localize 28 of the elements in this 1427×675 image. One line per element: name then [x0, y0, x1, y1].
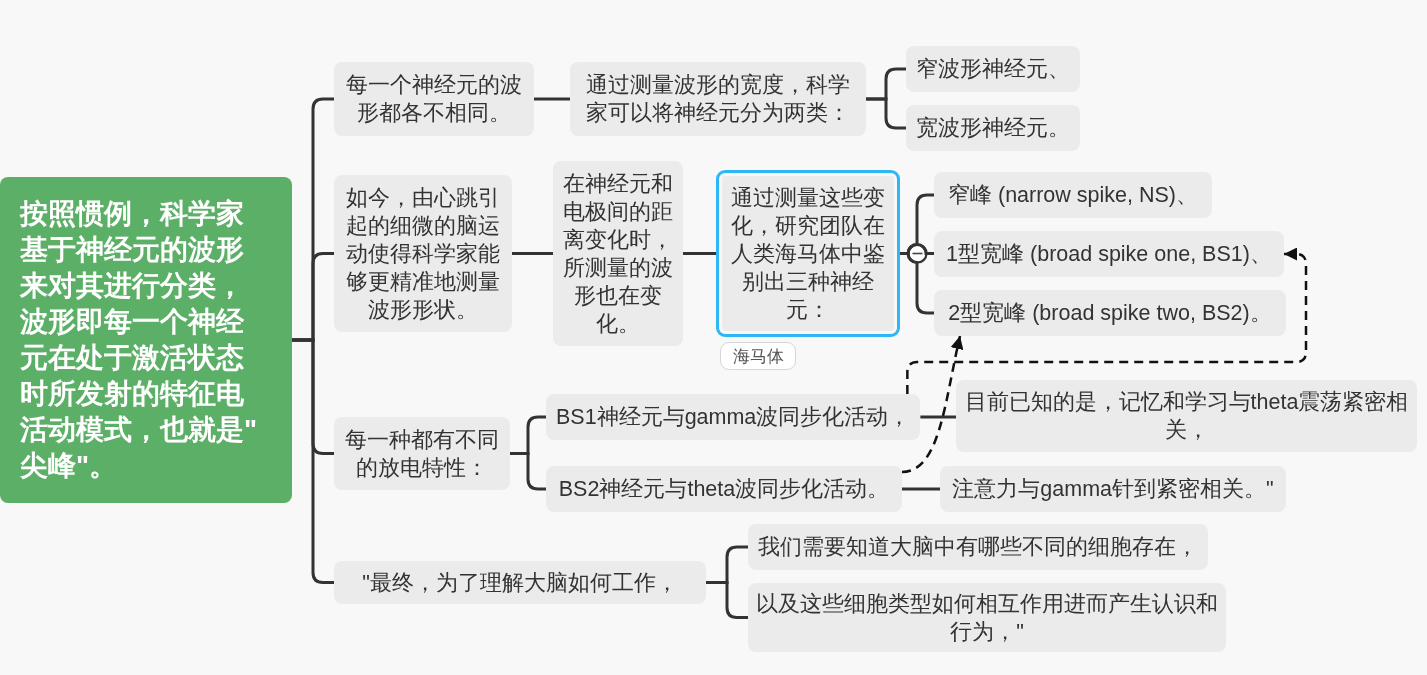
topic-box: 窄波形神经元、	[906, 46, 1080, 92]
topic-box: 以及这些细胞类型如何相互作用进而产生认识和行为，"	[748, 583, 1226, 652]
topic-box: 2型宽峰 (broad spike two, BS2)。	[934, 290, 1286, 336]
connector-line	[920, 415, 956, 419]
topic-box: 1型宽峰 (broad spike one, BS1)、	[934, 231, 1284, 277]
dashed-arrow	[906, 247, 1308, 394]
topic-box: 每一个神经元的波形都各不相同。	[334, 62, 534, 136]
topic-box: 窄峰 (narrow spike, NS)、	[934, 172, 1212, 218]
topic-box: 在神经元和电极间的距离变化时，所测量的波形也在变化。	[553, 161, 683, 346]
central-topic: 按照惯例，科学家基于神经元的波形来对其进行分类，波形即每一个神经元在处于激活状态时所发射的特征电活动模式，也就是"尖峰"。	[0, 177, 292, 503]
topic-box: 如今，由心跳引起的细微的脑运动使得科学家能够更精准地测量波形形状。	[334, 175, 512, 332]
connector-line	[902, 487, 940, 491]
connector-line	[512, 252, 553, 255]
topic-box: 目前已知的是，记忆和学习与theta震荡紧密相关，	[956, 380, 1417, 452]
connector-line	[683, 252, 716, 255]
topic-box: 通过测量波形的宽度，科学家可以将神经元分为两类：	[570, 62, 866, 136]
topic-box: BS1神经元与gamma波同步化活动，	[546, 394, 921, 440]
topic-box: 注意力与gamma针到紧密相关。"	[940, 466, 1286, 512]
topic-box: 我们需要知道大脑中有哪些不同的细胞存在，	[748, 524, 1208, 570]
tag-label: 海马体	[720, 342, 796, 370]
connector-line	[534, 97, 570, 101]
topic-box: BS2神经元与theta波同步化活动。	[546, 466, 902, 512]
topic-box: 通过测量这些变化，研究团队在人类海马体中鉴别出三种神经元：	[716, 170, 900, 337]
connector-line	[510, 452, 546, 491]
topic-box: 每一种都有不同的放电特性：	[334, 417, 510, 490]
dashed-arrow	[901, 335, 964, 474]
topic-box: 宽波形神经元。	[906, 105, 1080, 151]
topic-box: "最终，为了理解大脑如何工作，	[334, 561, 706, 604]
